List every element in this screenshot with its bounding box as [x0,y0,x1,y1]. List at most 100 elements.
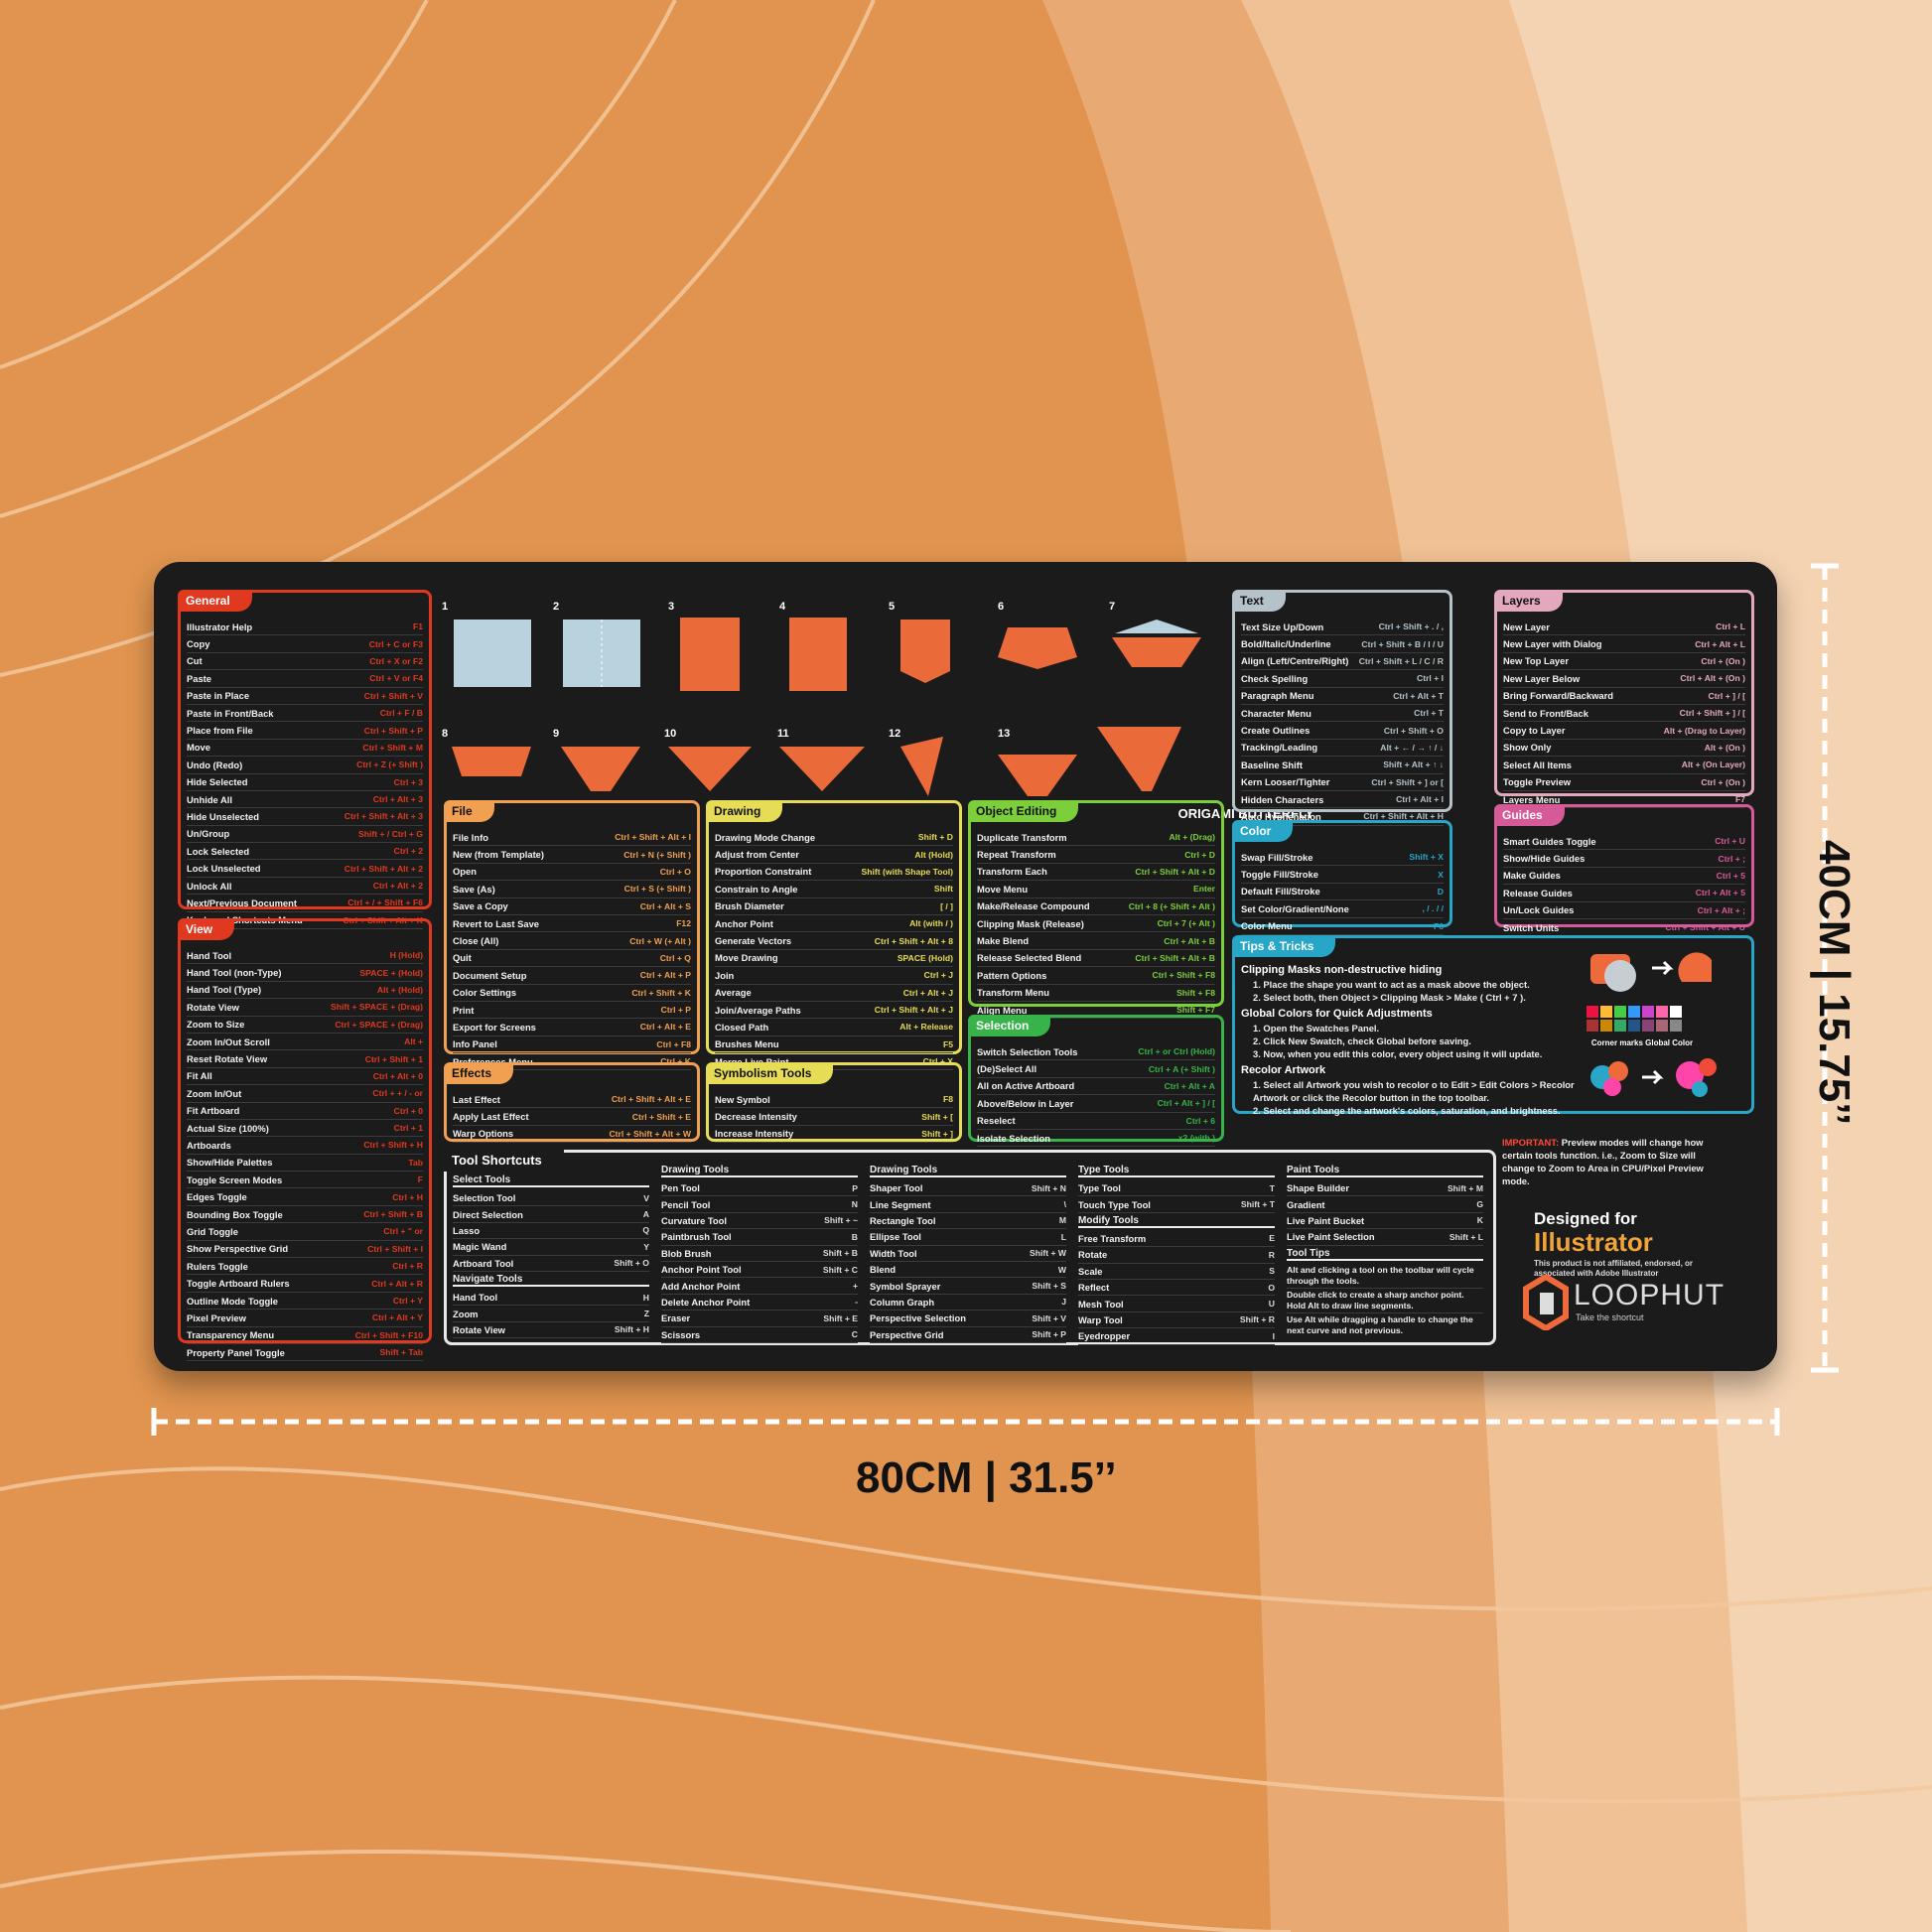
shortcut-keys: Ctrl + 5 [1716,870,1745,881]
shortcut-action: Cut [187,655,203,667]
shortcut-action: Reset Rotate View [187,1053,268,1065]
shortcut-action: Transform Each [977,866,1047,878]
shortcut-keys: Ctrl + P [660,1005,691,1016]
shortcut-action: Actual Size (100%) [187,1122,269,1134]
shortcut-action: Width Tool [870,1247,917,1259]
origami-step-number: 5 [889,601,895,613]
shortcut-keys: Ctrl + Alt + 2 [372,881,423,892]
shortcut-keys: Ctrl + F8 [656,1038,691,1049]
shortcut-action: Swap Fill/Stroke [1241,851,1313,863]
shortcut-keys: Ctrl + Z (+ Shift ) [356,759,423,770]
shortcut-keys: Ctrl + V or F4 [369,673,423,684]
shortcut-keys: C [851,1329,858,1340]
shortcut-keys: F5 [942,1038,953,1049]
shortcut-keys: Ctrl + Alt + P [639,970,691,981]
shortcut-keys: F7 [1734,794,1745,805]
shortcut-action: Lasso [453,1224,481,1236]
shortcut-action: Document Setup [453,969,527,981]
shortcut-keys: Alt (Hold) [914,849,953,860]
corner-marks-caption: Corner marks Global Color [1591,1038,1693,1047]
shortcut-keys: Shift + ] [921,1128,953,1139]
shortcut-action: Make Guides [1503,870,1561,882]
shortcut-keys: Ctrl + Shift + Alt + 2 [344,863,423,874]
shortcut-keys: A [642,1209,649,1220]
shortcut-action: File Info [453,831,488,843]
shortcut-action: Revert to Last Save [453,917,540,929]
shortcut-keys: Shift + S [1032,1281,1066,1292]
origami-step-number: 10 [664,728,676,740]
shortcut-action: Line Segment [870,1198,931,1210]
file-title: File [444,800,494,822]
shortcut-action: Unlock All [187,880,232,892]
shortcut-action: Align (Left/Centre/Right) [1241,655,1349,667]
shortcut-keys: Shift + P [1032,1329,1066,1340]
shortcut-action: Column Graph [870,1296,935,1308]
shortcut-keys: Ctrl + Shift + Alt + I [615,832,691,843]
shortcut-action: Hand Tool (non-Type) [187,967,282,979]
shortcut-row: Merge Live PaintCtrl + X [715,1053,953,1071]
shortcut-keys: Shift + F7 [1176,1005,1215,1016]
shortcut-action: Hide Unselected [187,810,259,822]
shortcut-action: Kern Looser/Tighter [1241,776,1330,788]
shortcut-action: Default Fill/Stroke [1241,886,1320,897]
shortcut-action: Layers Menu [1503,793,1561,805]
shortcut-keys: Alt + (Hold) [376,984,423,995]
shortcut-action: Export for Screens [453,1021,536,1033]
shortcut-keys: Ctrl + Shift + Alt + H [1363,811,1444,822]
shortcut-action: New Top Layer [1503,655,1569,667]
shortcut-keys: Ctrl + N (+ Shift ) [623,849,691,860]
tool-group-heading: Tool Tips [1287,1248,1483,1261]
shortcut-action: Text Size Up/Down [1241,621,1324,632]
shortcut-action: Auto Hyphenation [1241,810,1321,822]
origami-strip: 1 2 3 4 5 6 7 8 9 10 11 12 13 ORIGAMI BU… [442,598,1375,828]
shortcut-keys: Alt + (On Layer) [1681,759,1745,770]
shortcut-keys: Ctrl + Alt + 5 [1695,888,1745,898]
shortcut-action: Illustrator Help [187,621,253,632]
shortcut-row: Clipping Mask (Release)Ctrl + 7 (+ Alt ) [977,915,1215,933]
shortcut-keys: Alt + (Drag to Layer) [1663,725,1745,736]
shortcut-action: Paste in Place [187,690,250,702]
shortcut-action: Direct Selection [453,1208,523,1220]
shortcut-keys: Ctrl + F / B [379,708,423,719]
important-label: IMPORTANT: [1502,1137,1560,1148]
shortcut-keys: Y [643,1241,649,1252]
shortcut-action: Isolate Selection [977,1132,1050,1144]
shortcut-keys: F6 [1433,920,1444,931]
important-text: Preview modes will change how certain to… [1502,1137,1704,1186]
shortcut-row: New (from Template)Ctrl + N (+ Shift ) [453,846,691,864]
shortcut-action: Outline Mode Toggle [187,1295,279,1307]
shortcut-action: Baseline Shift [1241,759,1303,770]
shortcut-keys: , / . / / [1422,903,1445,914]
shortcut-action: Rulers Toggle [187,1260,248,1272]
shortcut-row: Lock Unselected Ctrl + Shift + Alt + 2 [187,860,423,878]
shortcut-action: Type Tool [1078,1182,1121,1194]
shortcut-action: Smart Guides Toggle [1503,835,1596,847]
shortcut-keys: Ctrl + 0 [393,1105,423,1116]
shortcut-action: Lock Unselected [187,863,261,875]
shortcut-action: Quit [453,952,472,964]
shortcut-keys: Shift + Alt + ↑ ↓ [1383,759,1444,770]
shortcut-keys: Ctrl + Shift + L / C / R [1358,655,1444,666]
shortcut-keys: Alt + Release [899,1022,953,1033]
